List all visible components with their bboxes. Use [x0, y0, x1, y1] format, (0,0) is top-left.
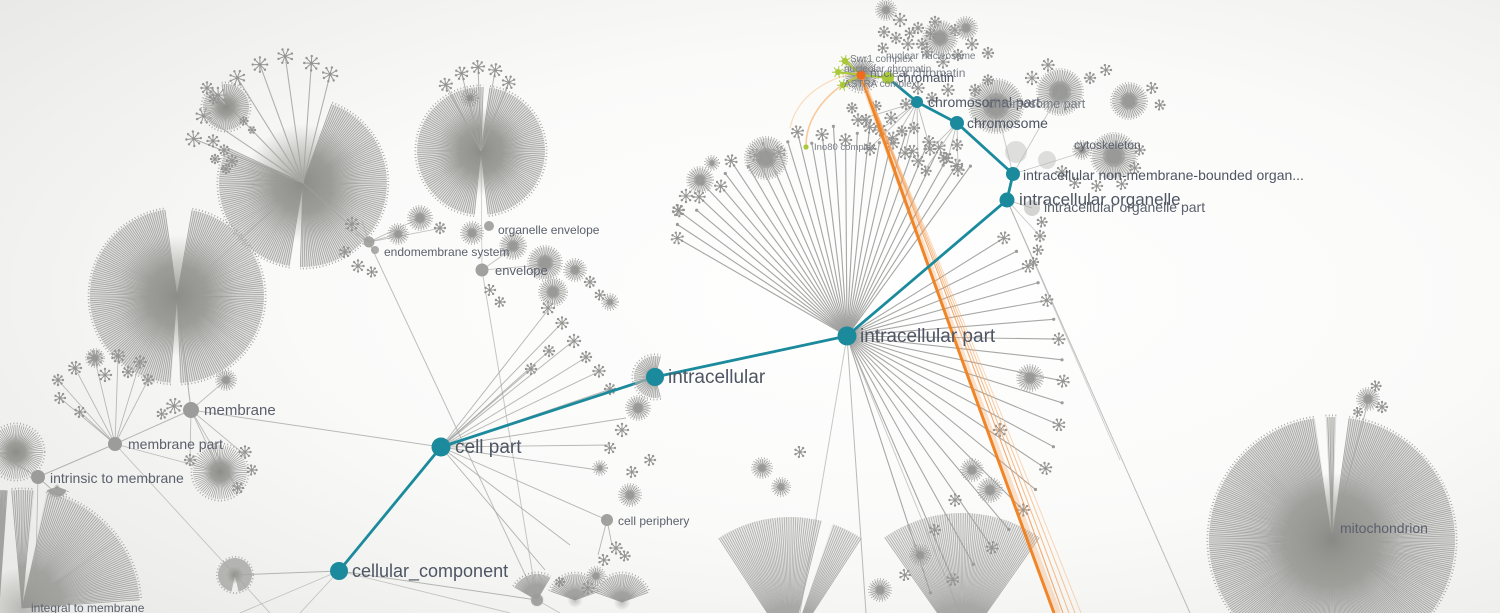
svg-text:cell periphery: cell periphery: [618, 514, 689, 528]
svg-text:nuclear nucleosome: nuclear nucleosome: [886, 51, 976, 62]
svg-text:intracellular organelle part: intracellular organelle part: [1044, 199, 1205, 215]
svg-text:nucleolar chromatin: nucleolar chromatin: [844, 64, 931, 75]
svg-text:cell part: cell part: [455, 437, 522, 458]
svg-text:intracellular non-membrane-bou: intracellular non-membrane-bounded organ…: [1023, 167, 1304, 183]
svg-text:membrane part: membrane part: [128, 436, 223, 452]
svg-text:chromosome part: chromosome part: [988, 97, 1086, 111]
svg-text:intracellular organelle: intracellular organelle: [1019, 190, 1181, 209]
svg-text:membrane: membrane: [204, 402, 276, 419]
svg-text:intrinsic to membrane: intrinsic to membrane: [50, 470, 184, 486]
svg-text:chromatin: chromatin: [897, 70, 954, 85]
svg-text:ASTRA complex: ASTRA complex: [844, 79, 917, 90]
svg-text:mitochondrion: mitochondrion: [1340, 520, 1428, 536]
svg-text:intracellular part: intracellular part: [860, 326, 996, 347]
svg-text:chromosome: chromosome: [967, 115, 1048, 131]
svg-text:Swr1 complex: Swr1 complex: [850, 54, 913, 65]
svg-text:chromosomal part: chromosomal part: [928, 94, 1040, 110]
svg-text:cellular_component: cellular_component: [352, 561, 508, 582]
svg-text:cytoskeleton: cytoskeleton: [1074, 138, 1141, 152]
svg-text:integral to membrane: integral to membrane: [31, 601, 145, 613]
svg-text:envelope: envelope: [495, 263, 548, 278]
svg-text:organelle envelope: organelle envelope: [498, 223, 600, 237]
svg-text:endomembrane system: endomembrane system: [384, 245, 509, 259]
svg-text:Ino80 complex: Ino80 complex: [814, 142, 876, 153]
svg-text:nuclear chromatin: nuclear chromatin: [870, 66, 965, 80]
svg-text:intracellular: intracellular: [668, 367, 766, 388]
